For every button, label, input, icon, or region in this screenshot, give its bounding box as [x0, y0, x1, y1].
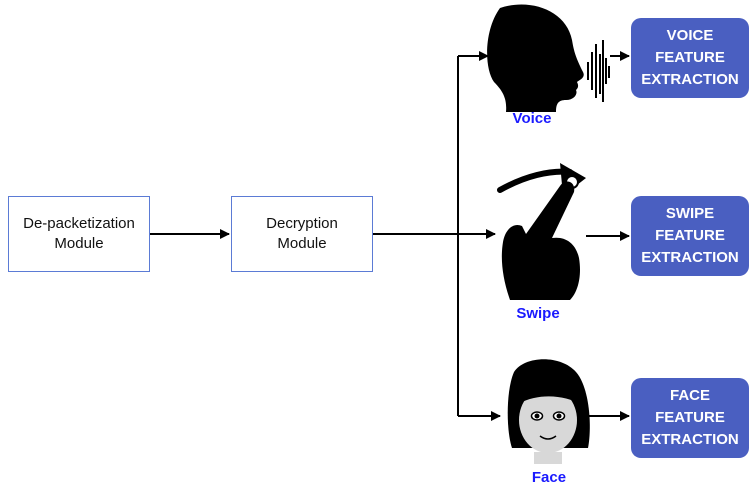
swipe-feature-extraction-box: SWIPE FEATURE EXTRACTION — [631, 196, 749, 276]
voice-feature-extraction-box: VOICE FEATURE EXTRACTION — [631, 18, 749, 98]
depacketization-line1: De-packetization — [23, 214, 135, 232]
voice-feature-line3: EXTRACTION — [641, 70, 739, 88]
face-feature-line2: FEATURE — [655, 409, 725, 427]
swipe-hand-icon — [497, 163, 586, 300]
voice-feature-line1: VOICE — [666, 27, 714, 45]
swipe-feature-line1: SWIPE — [665, 205, 715, 223]
voice-feature-line2: FEATURE — [655, 49, 725, 67]
face-feature-line1: FACE — [669, 387, 710, 405]
face-feature-extraction-box: FACE FEATURE EXTRACTION — [631, 378, 749, 458]
swipe-feature-line2: FEATURE — [655, 227, 725, 245]
depacketization-line2: Module — [54, 235, 104, 252]
voice-label: Voice — [512, 110, 552, 127]
face-label: Face — [531, 469, 567, 486]
swipe-label: Swipe — [516, 305, 560, 322]
decryption-line1: Decryption — [266, 214, 338, 232]
speaking-head-icon — [487, 4, 610, 112]
depacketization-module-box: De-packetization Module — [8, 196, 150, 272]
swipe-feature-line3: EXTRACTION — [641, 248, 739, 266]
face-feature-line3: EXTRACTION — [641, 430, 739, 448]
decryption-module-box: Decryption Module — [231, 196, 373, 272]
decryption-line2: Module — [277, 235, 327, 252]
face-icon — [507, 359, 590, 464]
